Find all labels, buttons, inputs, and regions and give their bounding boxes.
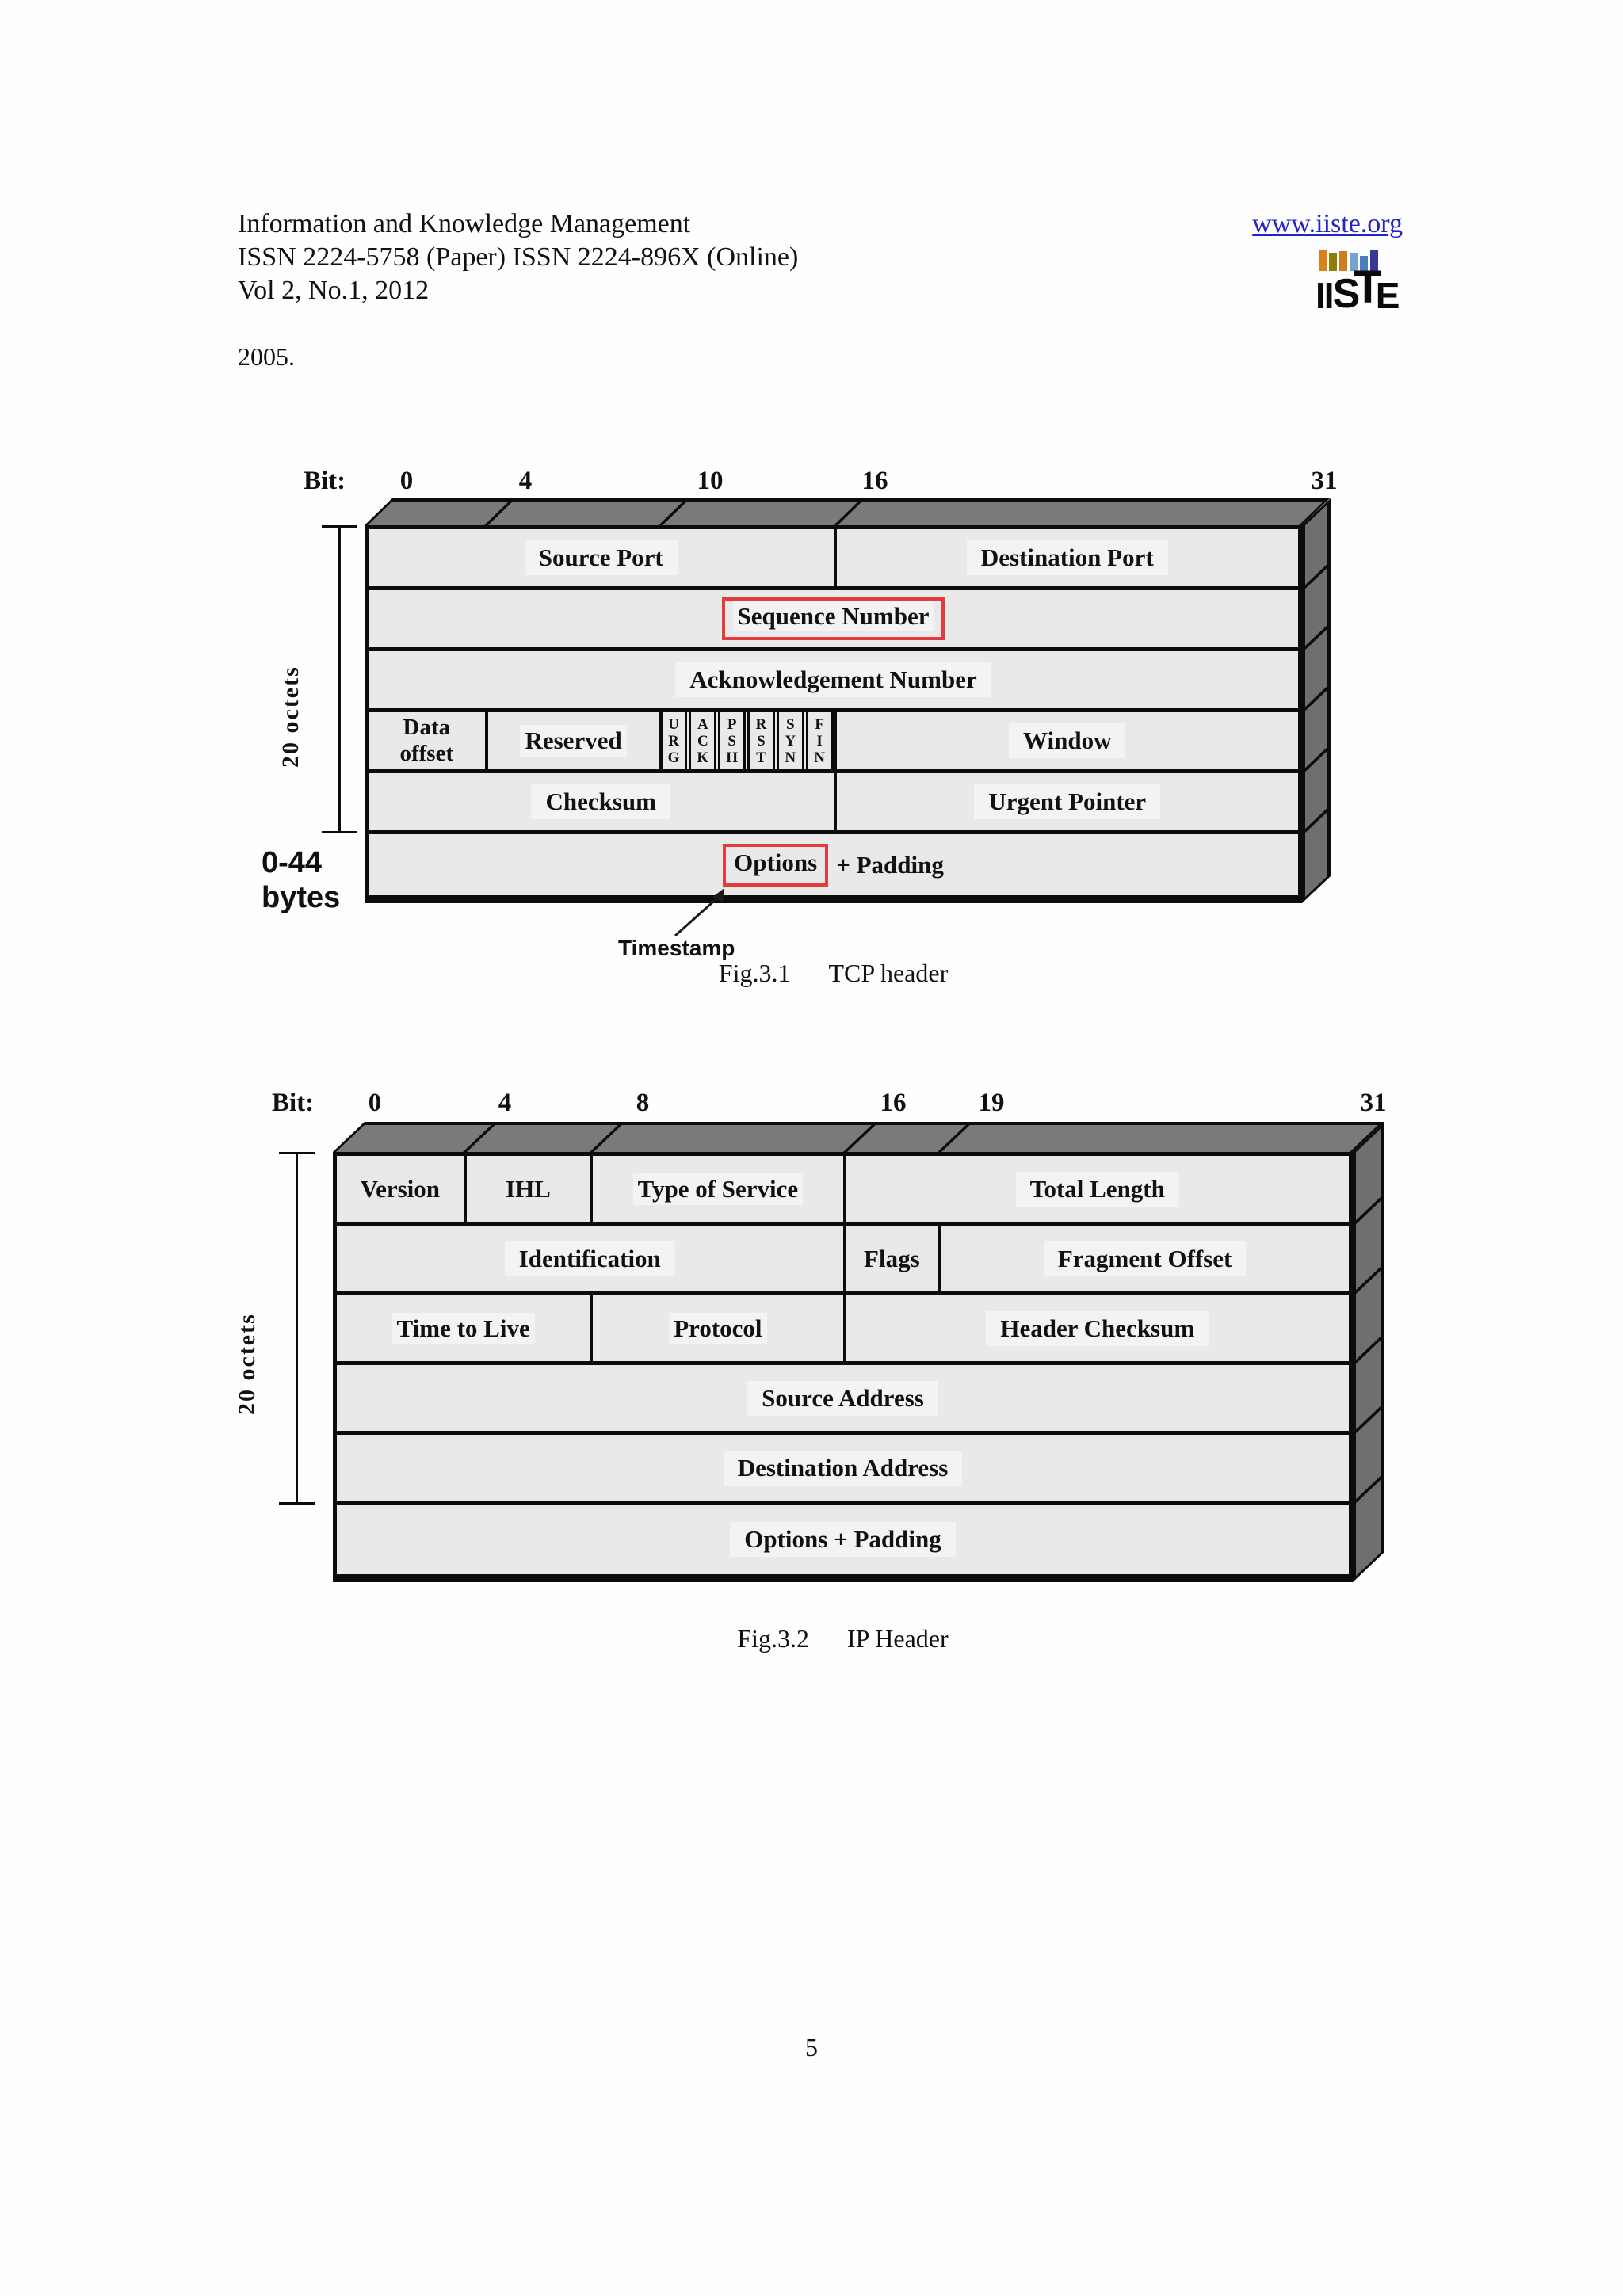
tcp-field-sequence-number: Sequence Number — [369, 590, 1298, 647]
ip-3d-right-face — [1353, 1122, 1384, 1582]
ip-field-grid: Version IHL Type of Service Total Length… — [333, 1152, 1353, 1582]
tcp-row-2: Sequence Number — [369, 590, 1298, 651]
ip-bit-tick: 16 — [880, 1089, 907, 1117]
ip-field-source-address: Source Address — [337, 1365, 1349, 1431]
ip-field-header-checksum: Header Checksum — [842, 1295, 1349, 1361]
tcp-bit-label: Bit: — [304, 467, 346, 495]
tcp-bit-tick: 31 — [1311, 467, 1338, 495]
tcp-row-1: Source Port Destination Port — [369, 529, 1298, 590]
tcp-field-window: Window — [833, 712, 1298, 769]
timestamp-annotation: Timestamp — [618, 936, 735, 960]
tcp-field-acknowledgement-number: Acknowledgement Number — [369, 651, 1298, 708]
ip-field-time-to-live: Time to Live — [337, 1295, 590, 1361]
ip-bit-tick: 19 — [978, 1089, 1005, 1117]
page-number: 5 — [805, 2033, 818, 2061]
logo-bars-icon — [1319, 247, 1411, 271]
tcp-0-44-bytes-label: 0-44 bytes — [262, 846, 341, 914]
journal-title: Information and Knowledge Management — [238, 209, 691, 238]
tcp-field-options-padding: Options + Padding — [369, 834, 1298, 895]
ip-bit-tick: 4 — [498, 1089, 512, 1117]
ip-field-total-length: Total Length — [842, 1156, 1349, 1222]
tcp-bit-tick: 0 — [399, 467, 414, 495]
ip-field-ihl: IHL — [463, 1156, 590, 1222]
padding-label: + Padding — [836, 850, 944, 879]
ip-row-3: Time to Live Protocol Header Checksum — [337, 1295, 1349, 1365]
journal-header: Information and Knowledge Management ISS… — [238, 208, 798, 307]
ip-field-identification: Identification — [337, 1226, 843, 1291]
tcp-20-octets-label: 20 octets — [277, 666, 304, 768]
ip-field-type-of-service: Type of Service — [590, 1156, 843, 1222]
ip-field-version: Version — [337, 1156, 464, 1222]
ip-field-options-padding: Options + Padding — [337, 1505, 1349, 1574]
ip-20-octets-label: 20 octets — [234, 1313, 260, 1415]
tcp-field-data-offset: Data offset — [369, 712, 485, 769]
tcp-field-reserved: Reserved — [484, 712, 659, 769]
ip-bit-tick: 31 — [1360, 1089, 1387, 1117]
ip-3d-top-face — [333, 1122, 1385, 1152]
sequence-number-highlight-box: Sequence Number — [721, 597, 945, 640]
ip-row-4: Source Address — [337, 1365, 1349, 1435]
ip-field-fragment-offset: Fragment Offset — [938, 1226, 1349, 1291]
tcp-row-6: Options + Padding — [369, 834, 1298, 895]
tcp-row-3: Acknowledgement Number — [369, 651, 1298, 712]
options-highlight-box: Options — [723, 843, 829, 887]
ip-field-protocol: Protocol — [590, 1295, 843, 1361]
ip-bit-tick: 0 — [368, 1089, 382, 1117]
tcp-field-destination-port: Destination Port — [833, 529, 1298, 586]
tcp-3d-right-face — [1302, 498, 1331, 903]
ip-field-destination-address: Destination Address — [337, 1435, 1349, 1501]
journal-issn: ISSN 2224-5758 (Paper) ISSN 2224-896X (O… — [238, 242, 799, 272]
tcp-20-octets-bracket — [322, 525, 357, 833]
tcp-field-checksum: Checksum — [369, 773, 834, 830]
tcp-bit-tick: 10 — [697, 467, 724, 495]
website-link[interactable]: www.iiste.org — [1252, 209, 1403, 238]
tcp-bit-tick: 4 — [518, 467, 533, 495]
ip-row-5: Destination Address — [337, 1435, 1349, 1505]
tcp-field-grid: Source Port Destination Port Sequence Nu… — [365, 525, 1302, 903]
tcp-field-urgent-pointer: Urgent Pointer — [833, 773, 1298, 830]
ip-20-octets-bracket — [279, 1152, 315, 1505]
tcp-bit-tick: 16 — [861, 467, 888, 495]
tcp-3d-top-face — [365, 498, 1330, 525]
tcp-field-source-port: Source Port — [369, 529, 834, 586]
ip-row-1: Version IHL Type of Service Total Length — [337, 1156, 1349, 1226]
ip-bit-label: Bit: — [272, 1089, 315, 1117]
body-text-fragment: 2005. — [238, 342, 295, 371]
ip-row-6: Options + Padding — [337, 1505, 1349, 1574]
tcp-row-5: Checksum Urgent Pointer — [369, 773, 1298, 834]
ip-bit-tick: 8 — [636, 1089, 650, 1117]
journal-volume: Vol 2, No.1, 2012 — [238, 276, 430, 305]
ip-field-flags: Flags — [842, 1226, 938, 1291]
timestamp-arrow-icon — [674, 888, 724, 937]
ip-row-2: Identification Flags Fragment Offset — [337, 1226, 1349, 1295]
